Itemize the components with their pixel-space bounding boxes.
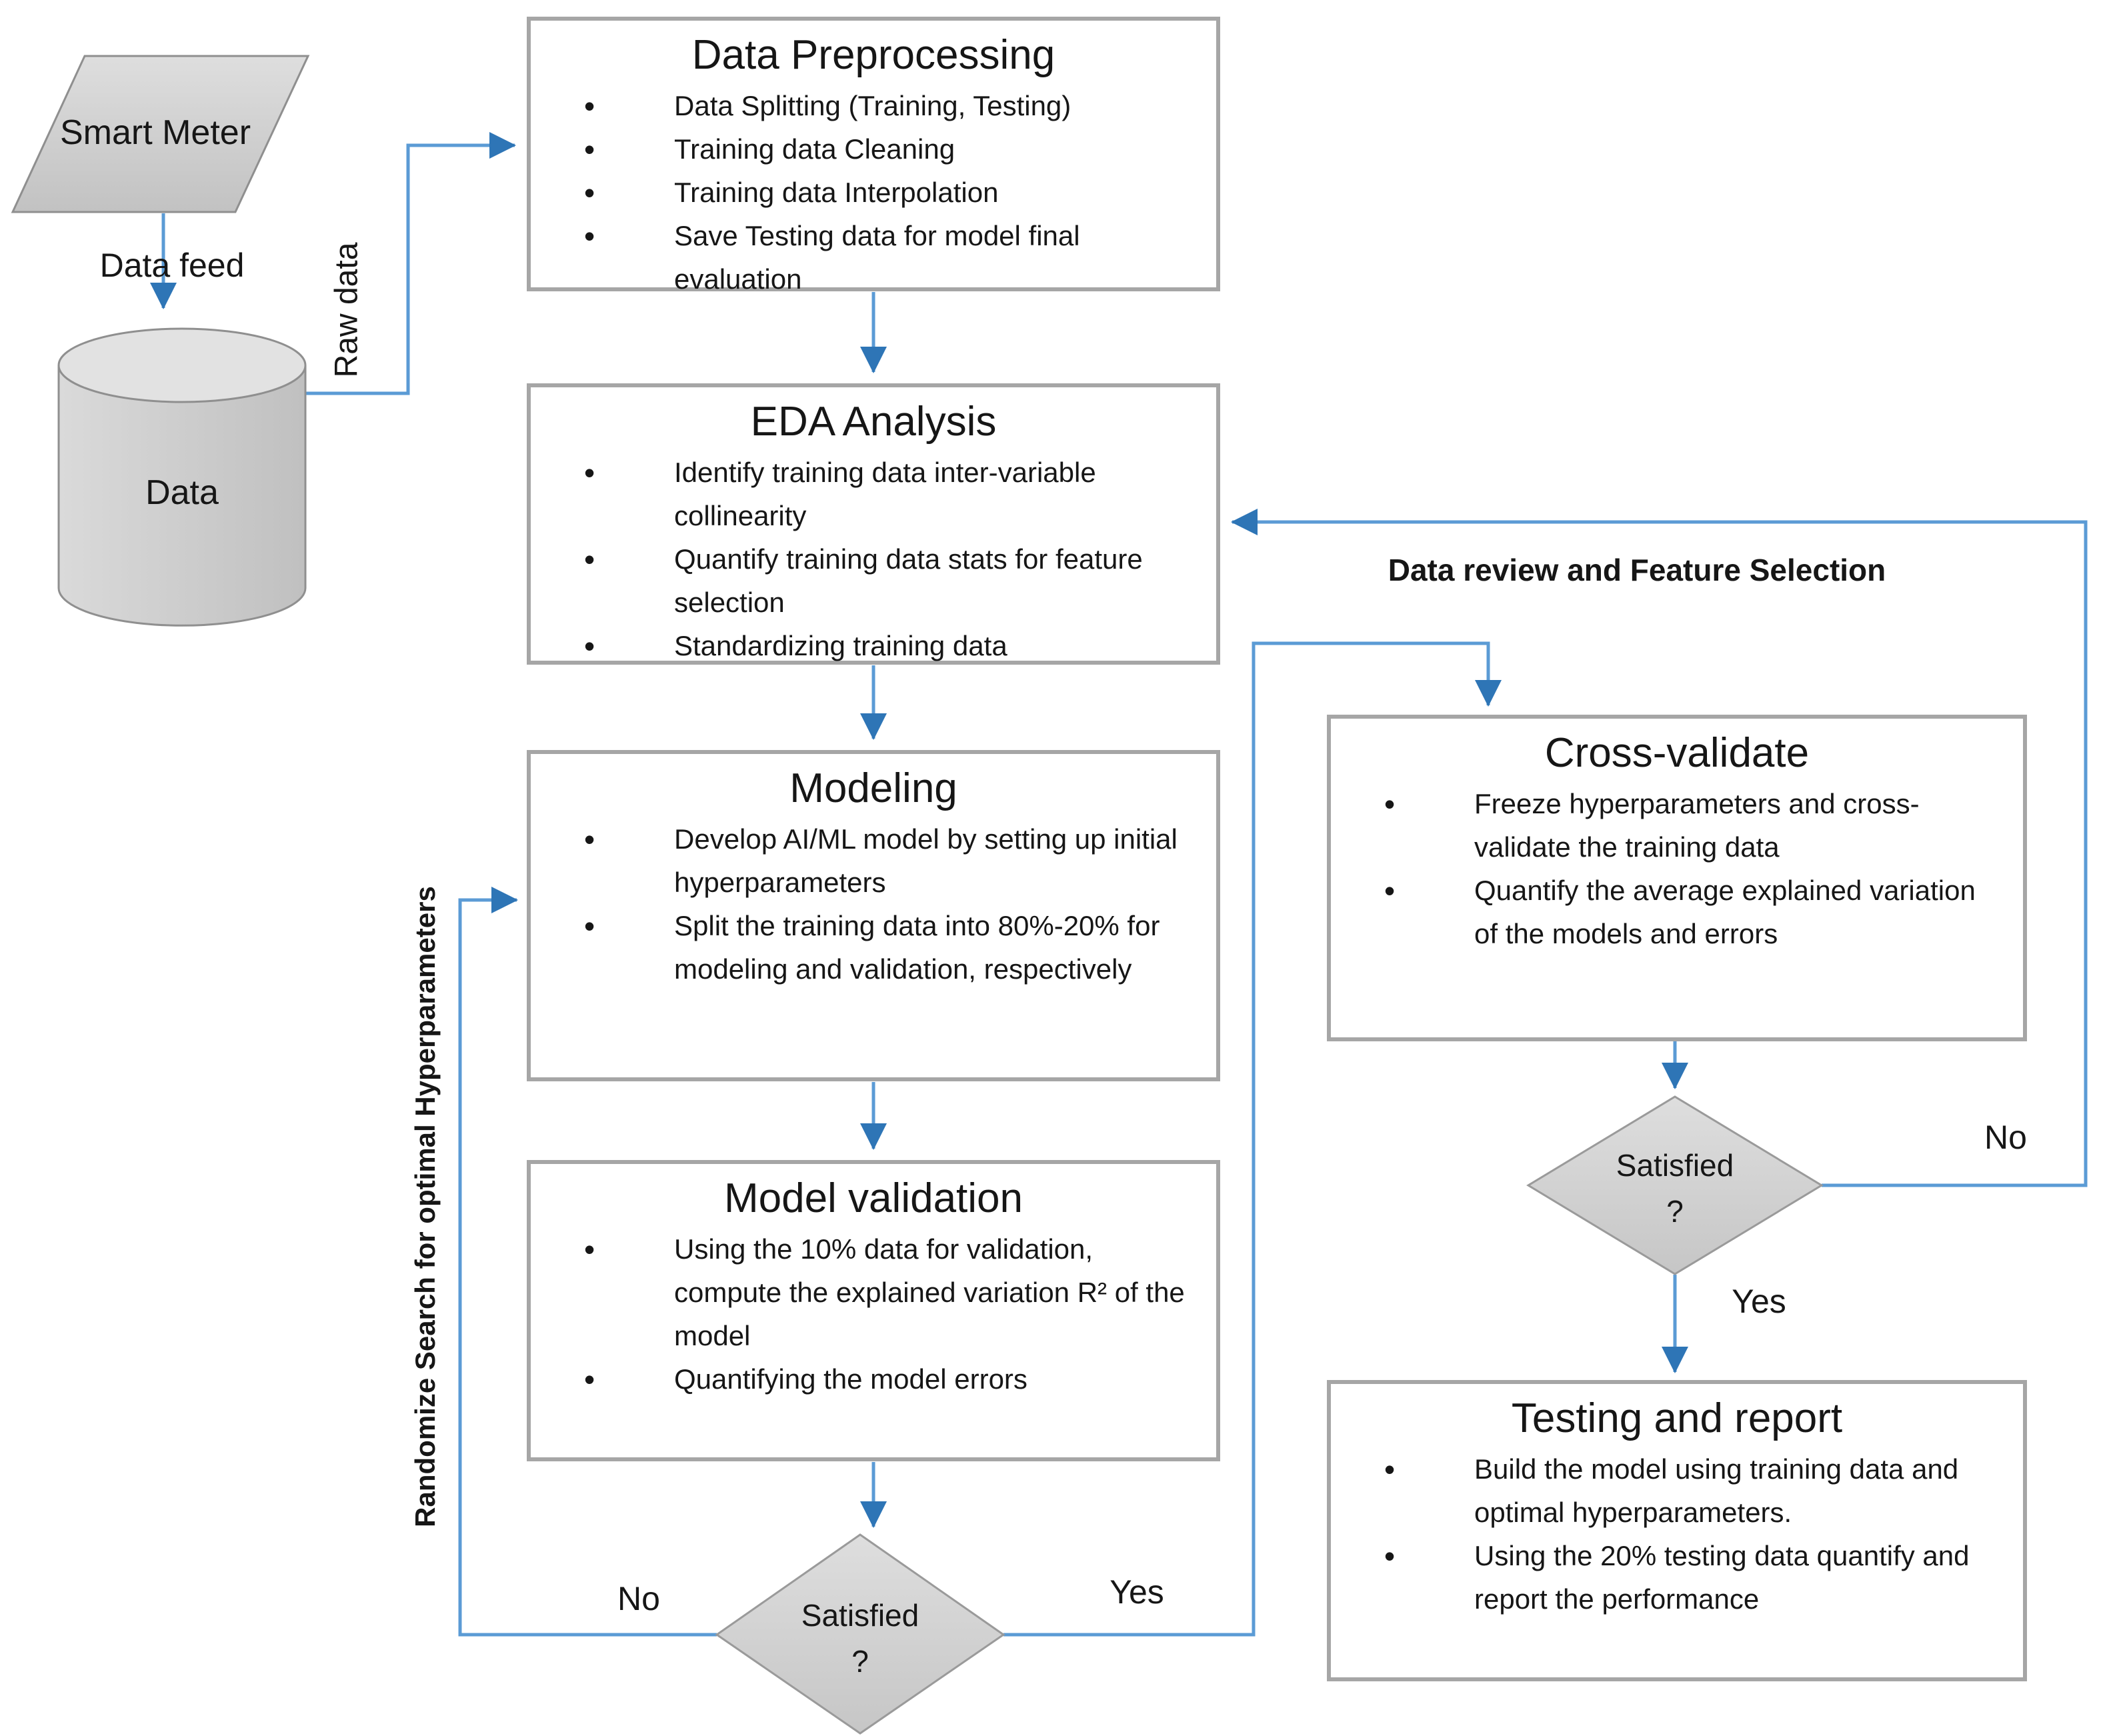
arrow-yes-to-crossvalidate <box>1003 641 1502 1637</box>
edge-label-yes-right: Yes <box>1732 1283 1786 1320</box>
edge-label-yes-left: Yes <box>1110 1573 1164 1611</box>
bullet-list: Data Splitting (Training, Testing) Train… <box>531 83 1216 301</box>
box-title: EDA Analysis <box>750 399 997 445</box>
decision-diamond-model <box>715 1533 1005 1735</box>
box-data-preprocessing: Data Preprocessing Data Splitting (Train… <box>527 17 1220 295</box>
decision-cv-line1: Satisfied <box>1616 1148 1734 1183</box>
bullet-item: Quantifying the model errors <box>531 1356 1216 1403</box>
box-testing-report: Testing and report Build the model using… <box>1327 1380 2027 1681</box>
arrow-no-loop-to-modeling <box>458 887 717 1637</box>
decision-model-label: Satisfied ? <box>801 1593 919 1685</box>
bullet-item: Quantify training data stats for feature… <box>531 536 1216 624</box>
bullet-item: Training data Interpolation <box>531 169 1216 217</box>
bullet-item: Quantify the average explained variation… <box>1331 867 2023 955</box>
edge-label-data-feed: Data feed <box>99 247 245 284</box>
box-title: Testing and report <box>1511 1395 1843 1441</box>
database-label: Data <box>145 473 219 513</box>
edge-label-data-review: Data review and Feature Selection <box>1388 553 1886 587</box>
bullet-item: Using the 20% testing data quantify and … <box>1331 1533 2023 1621</box>
bullet-item: Using the 10% data for validation, compu… <box>531 1226 1216 1357</box>
bullet-list: Identify training data inter-variable co… <box>531 449 1216 671</box>
bullet-item: Standardizing training data <box>531 623 1216 670</box>
box-modeling: Modeling Develop AI/ML model by setting … <box>527 750 1220 1081</box>
box-cross-validate: Cross-validate Freeze hyperparameters an… <box>1327 715 2027 1041</box>
bullet-list: Freeze hyperparameters and cross-validat… <box>1331 781 2023 955</box>
edge-label-no-right: No <box>1984 1119 2027 1156</box>
bullet-item: Build the model using training data and … <box>1331 1446 2023 1534</box>
bullet-list: Build the model using training data and … <box>1331 1446 2023 1621</box>
bullet-item: Develop AI/ML model by setting up initia… <box>531 816 1216 904</box>
box-model-validation: Model validation Using the 10% data for … <box>527 1160 1220 1461</box>
arrow-no-loop-to-eda <box>1230 509 2088 1187</box>
bullet-item: Freeze hyperparameters and cross-validat… <box>1331 781 2023 869</box>
decision-crossvalidate-label: Satisfied ? <box>1616 1143 1734 1235</box>
box-title: Model validation <box>723 1175 1023 1221</box>
database-cylinder-shape <box>57 327 307 627</box>
box-title: Data Preprocessing <box>691 32 1056 78</box>
bullet-item: Identify training data inter-variable co… <box>531 449 1216 537</box>
box-eda-analysis: EDA Analysis Identify training data inte… <box>527 383 1220 671</box>
bullet-item: Split the training data into 80%-20% for… <box>531 903 1216 991</box>
box-title: Cross-validate <box>1544 730 1810 776</box>
decision-model-line1: Satisfied <box>801 1598 919 1633</box>
decision-diamond-crossvalidate <box>1526 1095 1824 1275</box>
decision-cv-line2: ? <box>1666 1194 1684 1229</box>
bullet-item: Save Testing data for model final evalua… <box>531 213 1216 301</box>
edge-label-randomize-search: Randomize Search for optimal Hyperparame… <box>409 886 441 1527</box>
bullet-list: Using the 10% data for validation, compu… <box>531 1226 1216 1404</box>
bullet-item: Training data Cleaning <box>531 126 1216 173</box>
decision-model-line2: ? <box>851 1644 869 1679</box>
edge-label-raw-data: Raw data <box>329 242 365 378</box>
smart-meter-label: Smart Meter <box>59 113 251 153</box>
box-title: Modeling <box>789 765 957 811</box>
smart-meter-shape <box>11 55 310 213</box>
edge-label-no-left: No <box>617 1580 660 1617</box>
bullet-item: Data Splitting (Training, Testing) <box>531 83 1216 130</box>
arrow-raw-data <box>305 132 517 395</box>
bullet-list: Develop AI/ML model by setting up initia… <box>531 816 1216 991</box>
